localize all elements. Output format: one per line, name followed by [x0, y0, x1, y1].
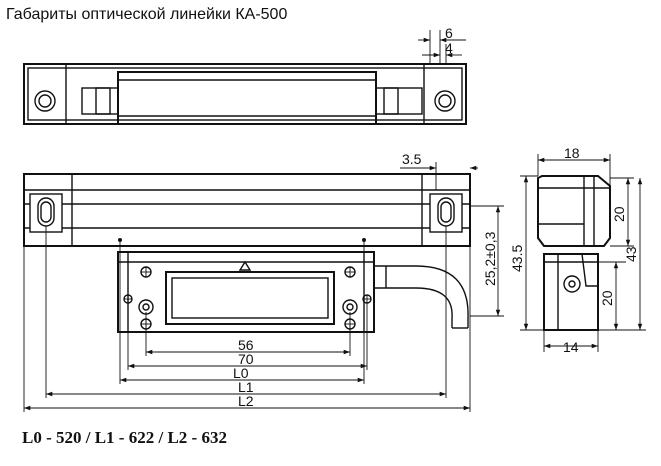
cable	[374, 265, 469, 328]
side-view-profile	[537, 175, 611, 247]
dim-20-lower-label: 20	[599, 290, 615, 306]
side-view: 18 20 43.5 43 20 14	[509, 145, 646, 355]
top-view: 6 4	[23, 25, 467, 125]
dim-4-label: 4	[445, 40, 453, 56]
front-view: 3.5 25,2±0,3 56 70 L0 L1 L2	[23, 151, 504, 412]
front-view-body	[23, 173, 471, 247]
diagram-title: Габариты оптической линейки КА-500	[6, 6, 288, 23]
dim-L0-label: L0	[233, 365, 249, 381]
dim-56-label: 56	[238, 337, 254, 353]
dim-18-label: 18	[564, 145, 580, 161]
dim-43-5-label: 43.5	[509, 245, 525, 272]
reading-window	[165, 271, 335, 325]
side-view-head	[543, 253, 599, 331]
triangle-mark	[238, 260, 252, 271]
dim-43-label: 43	[623, 246, 639, 262]
dim-L2-label: L2	[238, 393, 254, 409]
dim-20-upper-label: 20	[611, 206, 627, 222]
dim-70-label: 70	[238, 351, 254, 367]
dim-L1-label: L1	[238, 379, 254, 395]
mounting-hole-left	[34, 90, 56, 112]
mounting-hole-right	[434, 90, 456, 112]
dim-14-label: 14	[563, 339, 579, 355]
dim-25-2-label: 25,2±0,3	[482, 231, 498, 286]
dim-3-5-label: 3.5	[402, 151, 422, 167]
reading-head	[117, 251, 375, 333]
dim-6-label: 6	[445, 25, 453, 41]
length-legend: L0 - 520 / L1 - 622 / L2 - 632	[22, 428, 227, 447]
